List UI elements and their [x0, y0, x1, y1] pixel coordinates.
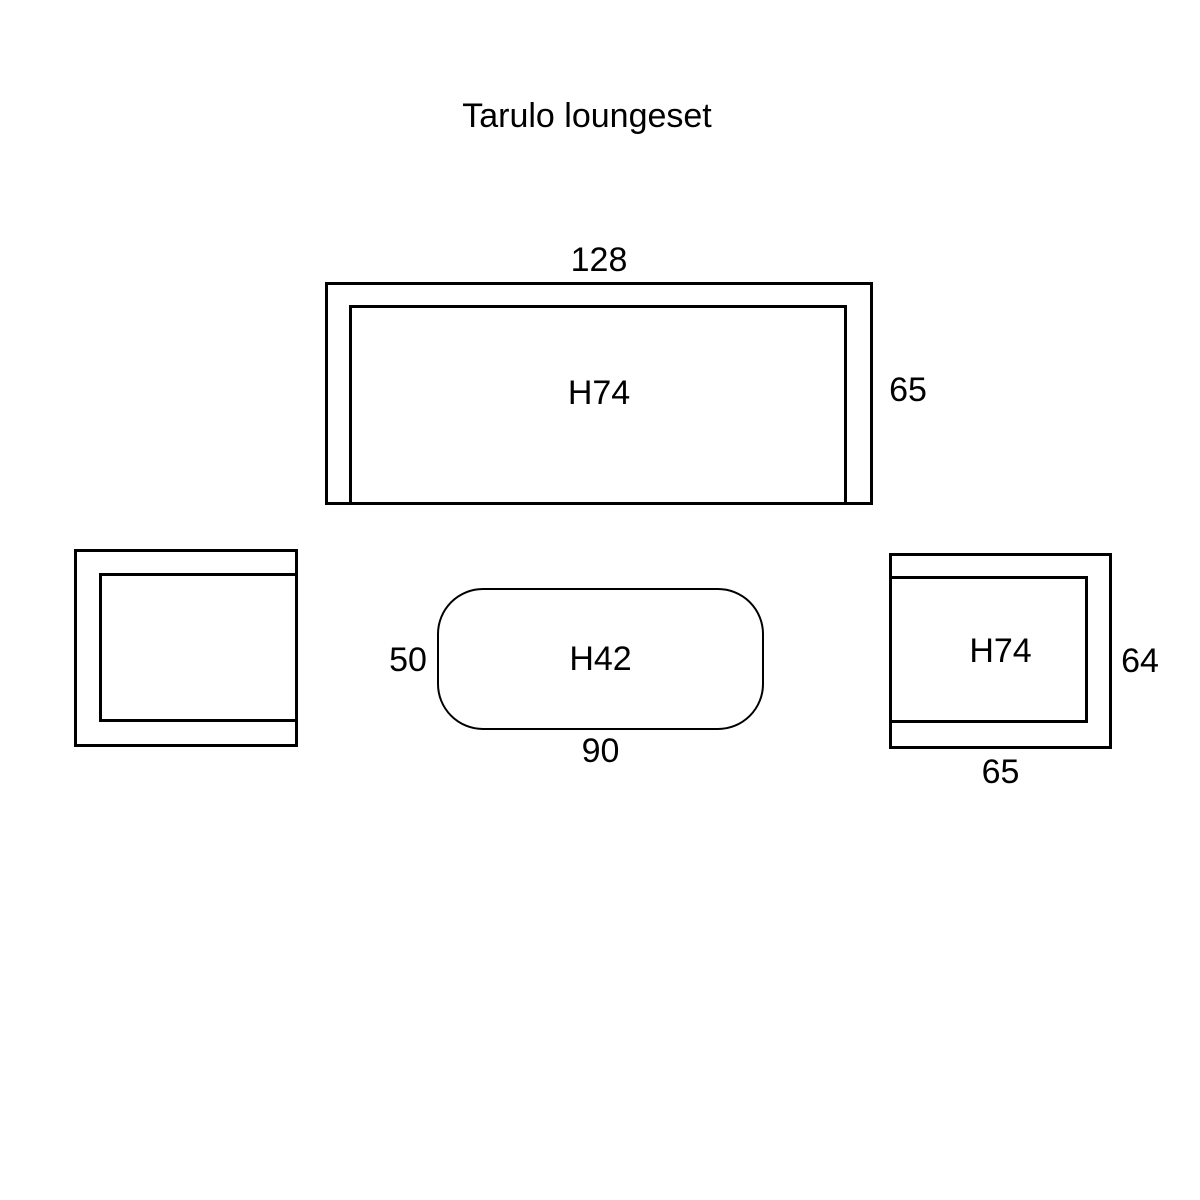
right-chair-seat-outline [889, 576, 1088, 723]
diagram-title: Tarulo loungeset [462, 97, 712, 135]
left-chair-seat-outline [99, 573, 298, 722]
right-chair-depth-label: 64 [1121, 642, 1159, 680]
right-chair-height-label: H74 [969, 631, 1032, 670]
right-chair-outline [889, 553, 1112, 749]
right-chair-width-label: 65 [981, 753, 1020, 791]
sofa-seat-outline [349, 305, 847, 505]
table-width-label: 90 [581, 732, 620, 770]
table-height-label: H42 [569, 639, 632, 678]
left-chair-outline [74, 549, 298, 747]
table-depth-label: 50 [389, 641, 427, 679]
sofa-depth-label: 65 [889, 371, 927, 409]
table-outline [437, 588, 764, 730]
sofa-outline [325, 282, 873, 505]
sofa-height-label: H74 [567, 374, 631, 412]
sofa-width-label: 128 [570, 241, 628, 279]
